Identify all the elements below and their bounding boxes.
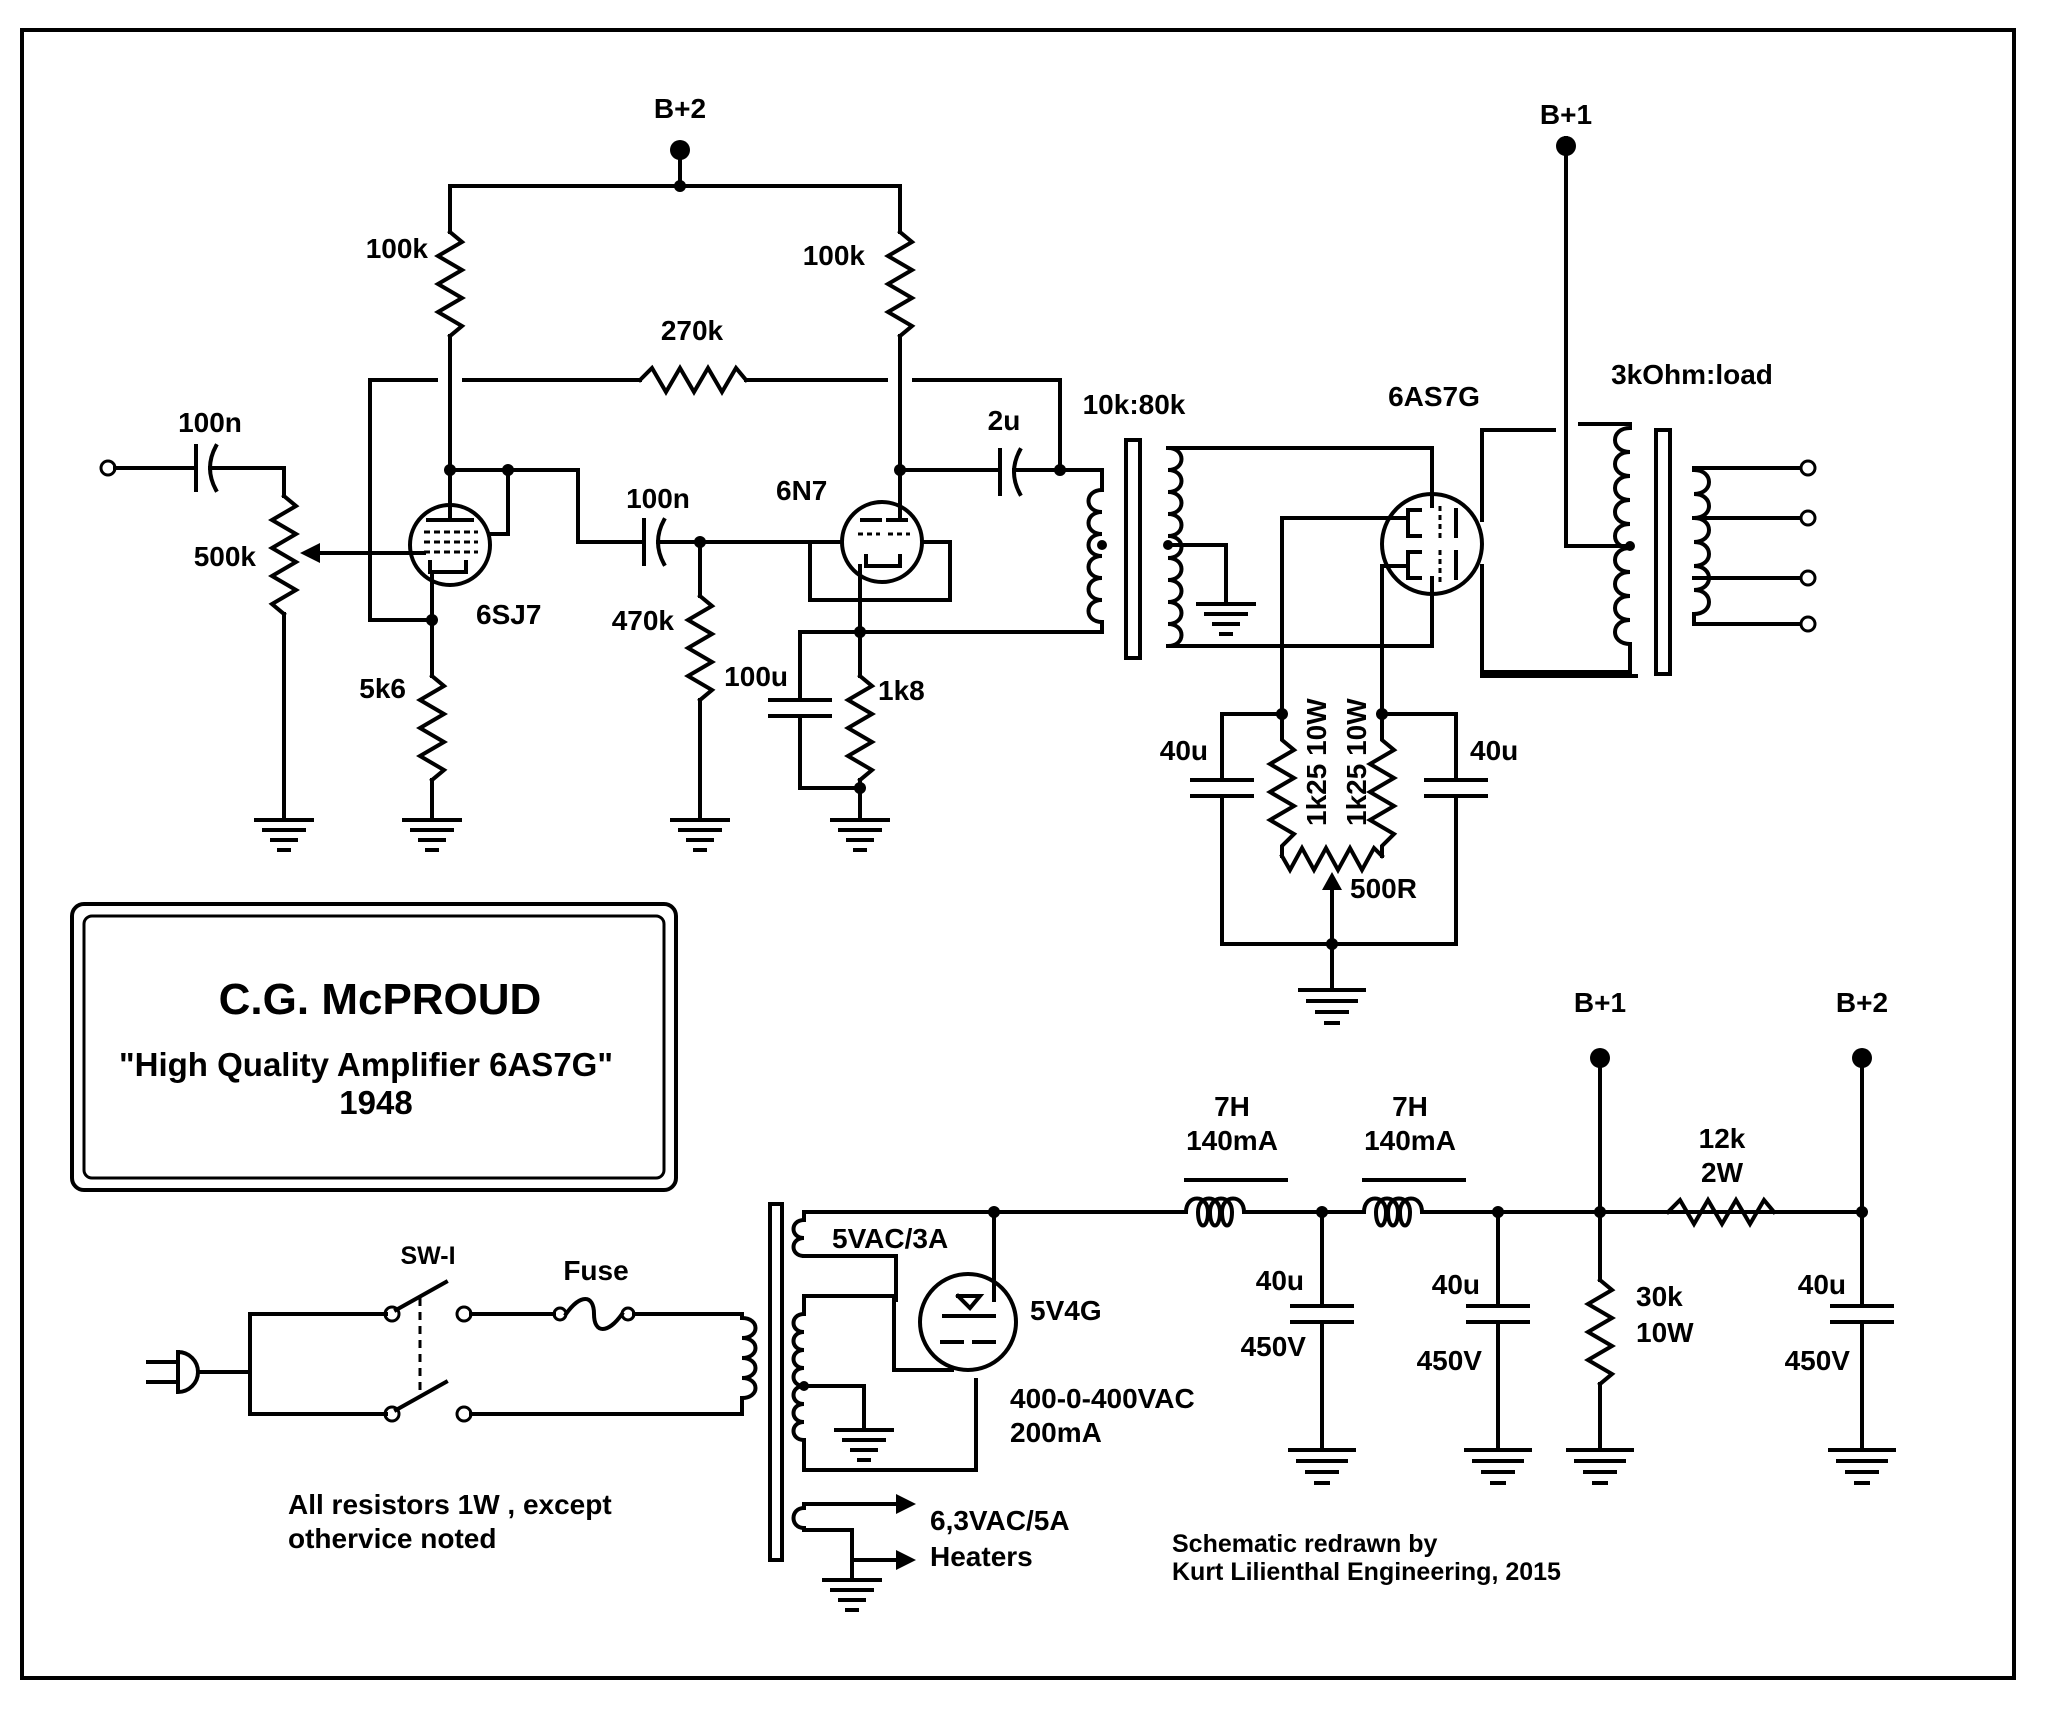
pot-volume: [268, 493, 300, 617]
label-cap1-v: 450V: [1241, 1331, 1307, 1362]
label-cap2-c: 40u: [1432, 1269, 1480, 1300]
winding-hv: [791, 1311, 807, 1443]
power-primary: [739, 1315, 758, 1401]
feedback-wire: [368, 378, 438, 622]
outer-frame: [20, 28, 2016, 1680]
label-drop-w: 2W: [1701, 1157, 1744, 1188]
label-r-feedback: 270k: [661, 315, 724, 346]
resistor-cathode-left: [1266, 712, 1298, 858]
bplus1-top-label: B+1: [1540, 99, 1592, 130]
label-r-cathode2: 1k8: [878, 675, 925, 706]
filter-cap-1: [1290, 1210, 1354, 1442]
filter-cap-2: [1466, 1210, 1530, 1442]
winding-heater: [791, 1505, 807, 1531]
label-drop-r: 12k: [1699, 1123, 1746, 1154]
speaker-terminal-1: [1799, 459, 1817, 477]
input-terminal: [99, 459, 117, 477]
label-r-plate2: 100k: [803, 240, 866, 271]
label-bleeder-w: 10W: [1636, 1317, 1694, 1348]
label-switch: SW-I: [400, 1242, 455, 1270]
label-pot-volume: 500k: [194, 541, 257, 572]
label-heaters: Heaters: [930, 1541, 1033, 1572]
bplus2-top-node: [448, 140, 902, 234]
interstage-core: [1124, 438, 1142, 660]
label-hv-winding: 400-0-400VAC: [1010, 1383, 1195, 1414]
bplus1-psu-label: B+1: [1574, 987, 1626, 1018]
label-tube-6sj7: 6SJ7: [476, 599, 541, 630]
choke-1: [1183, 1178, 1288, 1228]
label-c-bypass: 100u: [724, 661, 788, 692]
label-c-cathode-right: 40u: [1470, 735, 1518, 766]
label-choke2-h: 7H: [1392, 1091, 1428, 1122]
resistor-cathode1: [416, 673, 448, 783]
title-name: C.G. McPROUD: [219, 975, 542, 1024]
title-block: [70, 902, 678, 1192]
label-tube-5v4g: 5V4G: [1030, 1295, 1102, 1326]
speaker-terminal-4: [1799, 615, 1817, 633]
resistor-grid: [684, 593, 716, 703]
label-cap1-c: 40u: [1256, 1265, 1304, 1296]
label-heater-voltage: 6,3VAC/5A: [930, 1505, 1070, 1536]
label-cap3-v: 450V: [1785, 1345, 1851, 1376]
mains-plug: [146, 1349, 252, 1395]
title-subtitle: "High Quality Amplifier 6AS7G": [119, 1046, 613, 1083]
power-switch: [383, 1279, 473, 1423]
winding-5v: [791, 1217, 807, 1259]
label-cap3-c: 40u: [1798, 1269, 1846, 1300]
label-fuse: Fuse: [563, 1255, 628, 1286]
bplus2-psu-label: B+2: [1836, 987, 1888, 1018]
filter-cap-3: [1830, 1210, 1894, 1442]
label-hv-current: 200mA: [1010, 1417, 1102, 1448]
label-r-plate1: 100k: [366, 233, 429, 264]
interstage-primary: [1086, 487, 1105, 625]
tube-6n7: [840, 500, 924, 584]
resistor-feedback: [637, 364, 749, 396]
output-secondary: [1691, 467, 1711, 617]
resistor-plate1: [434, 229, 466, 339]
label-choke2-ma: 140mA: [1364, 1125, 1456, 1156]
label-cap2-v: 450V: [1417, 1345, 1483, 1376]
label-r-cathode1: 5k6: [359, 673, 406, 704]
label-r-cathode-left: 1k25 10W: [1301, 698, 1332, 826]
label-c-input: 100n: [178, 407, 242, 438]
resistor-plate2: [884, 229, 916, 339]
label-tube-6n7: 6N7: [776, 475, 827, 506]
speaker-terminal-3: [1799, 569, 1817, 587]
power-core: [768, 1202, 784, 1562]
label-choke1-h: 7H: [1214, 1091, 1250, 1122]
note-resistors-2: othervice noted: [288, 1523, 496, 1554]
output-primary: [1613, 425, 1633, 647]
title-year: 1948: [339, 1084, 412, 1121]
resistor-cathode-right: [1366, 712, 1398, 858]
label-c-transformer: 2u: [988, 405, 1021, 436]
pot-balance: [1279, 843, 1385, 875]
speaker-terminal-2: [1799, 509, 1817, 527]
label-output-ratio: 3kOhm:load: [1611, 359, 1773, 390]
resistor-dropping: [1665, 1196, 1777, 1228]
choke-2: [1361, 1178, 1466, 1228]
label-bleeder-r: 30k: [1636, 1281, 1683, 1312]
note-credit-2: Kurt Lilienthal Engineering, 2015: [1172, 1558, 1561, 1586]
label-r-cathode-right: 1k25 10W: [1341, 698, 1372, 826]
note-resistors-1: All resistors 1W , except: [288, 1489, 612, 1520]
tube-5v4g: [918, 1272, 1018, 1372]
note-credit-1: Schematic redrawn by: [1172, 1530, 1437, 1558]
label-r-grid: 470k: [612, 605, 675, 636]
bplus2-top-label: B+2: [654, 93, 706, 124]
label-tube-6as7g: 6AS7G: [1388, 381, 1480, 412]
resistor-cathode2: [844, 673, 876, 783]
label-c-cathode-left: 40u: [1160, 735, 1208, 766]
label-choke1-ma: 140mA: [1186, 1125, 1278, 1156]
output-core: [1654, 428, 1672, 676]
fuse: [552, 1297, 636, 1331]
label-pot-balance: 500R: [1350, 873, 1417, 904]
label-c-coupling: 100n: [626, 483, 690, 514]
resistor-bleeder: [1584, 1277, 1616, 1387]
label-interstage-ratio: 10k:80k: [1083, 389, 1186, 420]
label-winding-5v: 5VAC/3A: [832, 1223, 948, 1254]
